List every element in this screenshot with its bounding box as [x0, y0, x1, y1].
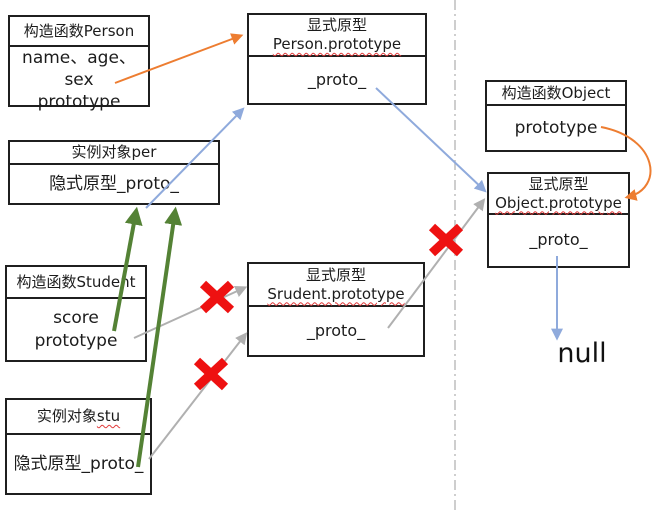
- person-prototype-text: prototype: [37, 92, 121, 113]
- implicit-proto-text: 隐式原型_proto_: [49, 173, 179, 194]
- per-instance-header: 实例对象per: [10, 142, 218, 165]
- stu-instance-body: 隐式原型_proto_: [7, 435, 150, 493]
- null-label: null: [557, 338, 607, 369]
- person-constructor-body: name、age、sex prototype: [10, 47, 148, 113]
- stu-instance-box: 实例对象stu 隐式原型_proto_: [5, 398, 152, 495]
- person-constructor-header: 构造函数Person: [10, 17, 148, 47]
- student-prototype-box: 显式原型 Srudent.prototype _proto_: [247, 262, 425, 357]
- student-constructor-title: 构造函数Student: [16, 272, 136, 291]
- proto-text: _proto_: [306, 320, 366, 340]
- stu-instance-title: 实例对象stu: [36, 407, 121, 426]
- per-instance-title: 实例对象per: [71, 143, 157, 162]
- object-constructor-body: prototype: [487, 106, 625, 150]
- implicit-proto-text: 隐式原型_proto_: [13, 453, 144, 474]
- proto-text: _proto_: [307, 69, 367, 89]
- proto-text: _proto_: [529, 230, 588, 250]
- object-prototype-label: Object.prototype: [495, 193, 622, 212]
- object-prototype-text: prototype: [514, 117, 598, 138]
- student-constructor-body: score prototype: [7, 299, 145, 360]
- student-constructor-box: 构造函数Student score prototype: [5, 265, 147, 362]
- arrow-student-to-student-prototype: [133, 286, 248, 339]
- student-prototype-body: _proto_: [249, 307, 423, 355]
- per-instance-body: 隐式原型_proto_: [10, 165, 218, 203]
- arrow-stu-to-student-prototype: [148, 332, 248, 460]
- red-x-icon: [199, 280, 235, 314]
- explicit-proto-label: 显式原型: [306, 16, 367, 35]
- person-prototype-header: 显式原型 Person.prototype: [249, 15, 425, 57]
- person-members-text: name、age、sex: [22, 48, 136, 91]
- object-constructor-box: 构造函数Object prototype: [485, 80, 627, 152]
- per-instance-box: 实例对象per 隐式原型_proto_: [8, 140, 220, 205]
- student-score-text: score: [53, 308, 99, 329]
- stu-name-text: stu: [96, 407, 121, 426]
- explicit-proto-label: 显式原型: [305, 265, 366, 284]
- student-constructor-header: 构造函数Student: [7, 267, 145, 299]
- object-prototype-body: _proto_: [489, 215, 628, 266]
- person-prototype-body: _proto_: [249, 57, 425, 103]
- person-constructor-box: 构造函数Person name、age、sex prototype: [8, 15, 150, 112]
- stu-instance-header: 实例对象stu: [7, 400, 150, 435]
- object-constructor-header: 构造函数Object: [487, 82, 625, 106]
- student-prototype-label: Srudent.prototype: [267, 284, 405, 303]
- student-prototype-header: 显式原型 Srudent.prototype: [249, 264, 423, 307]
- person-prototype-box: 显式原型 Person.prototype _proto_: [247, 13, 427, 105]
- person-prototype-label: Person.prototype: [272, 35, 402, 53]
- object-prototype-box: 显式原型 Object.prototype _proto_: [487, 172, 630, 268]
- object-prototype-header: 显式原型 Object.prototype: [489, 174, 628, 215]
- student-prototype-text: prototype: [34, 330, 118, 351]
- red-x-icon: [428, 223, 464, 257]
- red-x-icon: [193, 357, 229, 391]
- explicit-proto-label: 显式原型: [528, 174, 589, 193]
- person-constructor-title: 构造函数Person: [23, 21, 135, 40]
- object-constructor-title: 构造函数Object: [501, 83, 611, 102]
